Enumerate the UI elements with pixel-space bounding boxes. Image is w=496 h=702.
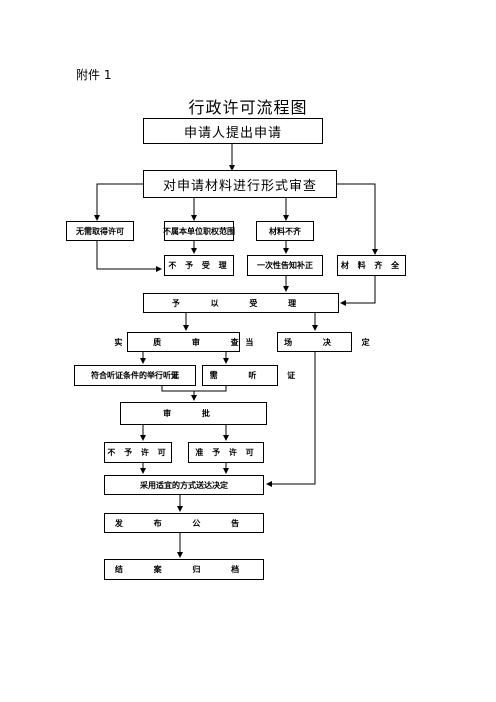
node-publish: 发 布 公 告 xyxy=(104,513,264,533)
node-substantive-review: 实 质 审 查 xyxy=(114,332,240,352)
connector-review-no-permit xyxy=(94,183,143,221)
node-materials-complete: 材 料 齐 全 xyxy=(337,255,406,276)
node-deliver: 采用适宜的方式送达决定 xyxy=(104,475,264,495)
node-out-of-scope: 不属本单位职权范围 xyxy=(163,221,235,241)
connector-complete-accepted xyxy=(340,276,376,306)
node-archive: 结 案 归 档 xyxy=(104,559,264,580)
node-grant: 准 予 许 可 xyxy=(188,442,264,463)
node-not-accepted: 不 予 受 理 xyxy=(164,255,234,276)
node-approval: 审 批 xyxy=(120,402,267,425)
node-on-site-decision: 当 场 决 定 xyxy=(245,332,370,352)
node-apply: 申请人提出申请 xyxy=(143,118,323,144)
node-no-hearing: 无 需 听 证 xyxy=(171,365,295,386)
connector-on-site-deliver xyxy=(266,352,316,487)
node-notify-once: 一次性告知补正 xyxy=(247,255,323,276)
connector-hearing-merge xyxy=(161,386,227,392)
connector-review-complete xyxy=(337,183,378,255)
node-review-form: 对申请材料进行形式审查 xyxy=(143,170,337,198)
node-accepted: 予 以 受 理 xyxy=(143,293,339,313)
node-hold-hearing: 符合听证条件的举行听证 xyxy=(74,365,196,386)
node-deny: 不 予 许 可 xyxy=(104,442,172,463)
node-no-permit-needed: 无需取得许可 xyxy=(66,221,134,241)
attachment-label: 附件 1 xyxy=(76,68,112,82)
connector-no-permit-not-accepted xyxy=(96,241,162,272)
node-materials-incomplete: 材料不齐 xyxy=(256,221,314,241)
flowchart-title: 行政许可流程图 xyxy=(188,98,308,117)
